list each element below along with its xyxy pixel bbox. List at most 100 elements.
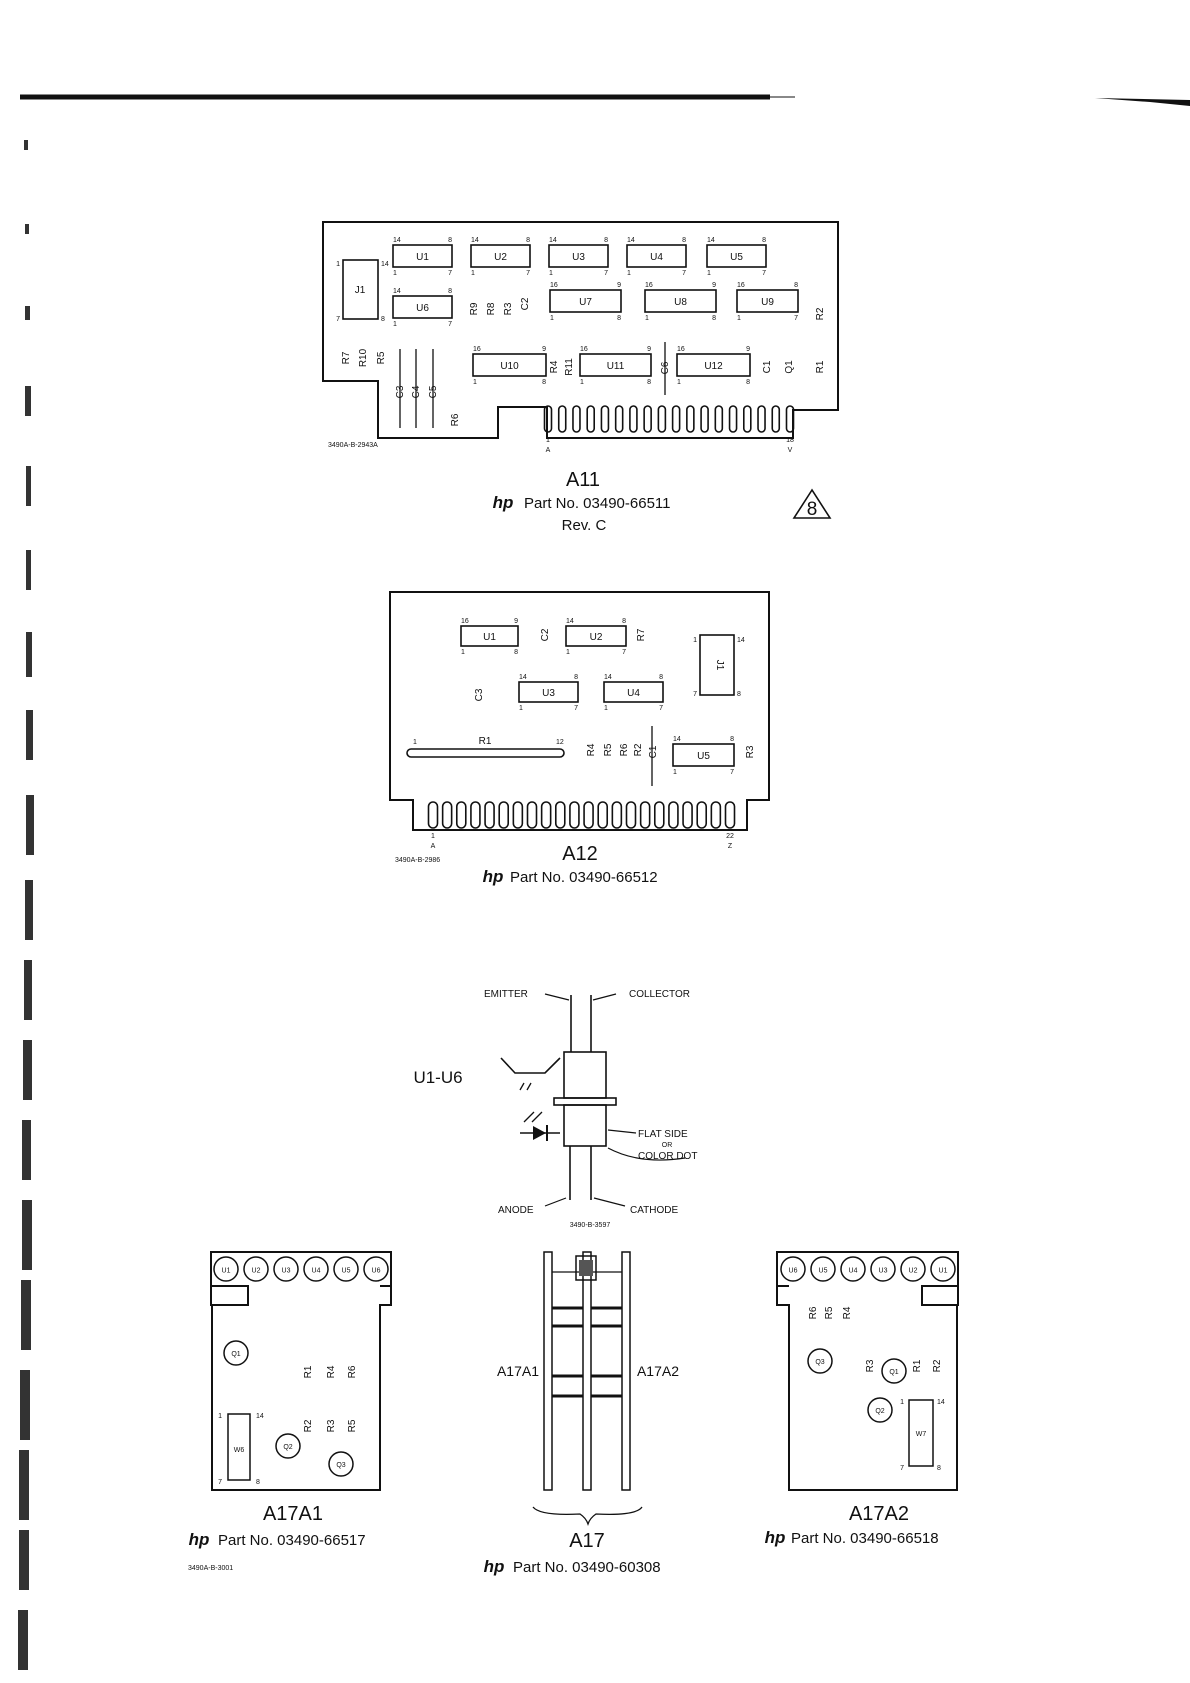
pin-number: 8 xyxy=(712,315,716,322)
ic-ref: U3 xyxy=(542,688,555,699)
socket: U6 xyxy=(780,1256,806,1282)
pin-number: 7 xyxy=(448,270,452,277)
pin-number: 1 xyxy=(677,379,681,386)
edge-finger xyxy=(614,405,624,433)
pin-number: 8 xyxy=(746,379,750,386)
pin-number: 7 xyxy=(762,270,766,277)
pin-number: 9 xyxy=(746,346,750,353)
ic-ref: U11 xyxy=(607,361,625,372)
part-ref: R3 xyxy=(865,1359,876,1372)
edge-finger xyxy=(498,801,510,829)
pin-number: 14 xyxy=(393,237,401,244)
part-ref: Q1 xyxy=(784,360,795,374)
edge-finger xyxy=(586,405,596,433)
pin-number: 14 xyxy=(519,674,527,681)
pin-number: 16 xyxy=(461,618,469,625)
edge-finger xyxy=(639,801,651,829)
pin-number: 1 xyxy=(673,769,677,776)
part-ref: R10 xyxy=(358,348,369,367)
edge-finger xyxy=(625,801,637,829)
edge-finger xyxy=(629,405,638,433)
pin-number: 9 xyxy=(712,282,716,289)
part-ref: R3 xyxy=(745,745,756,758)
edge-finger xyxy=(597,801,609,829)
pin-number: 16 xyxy=(580,346,588,353)
edge-finger xyxy=(611,801,623,829)
part-ref: R5 xyxy=(347,1419,358,1432)
socket: U5 xyxy=(810,1256,836,1282)
socket: U5 xyxy=(333,1256,359,1282)
part-ref: R1 xyxy=(303,1365,314,1378)
pin-number: 8 xyxy=(730,736,734,743)
pin-number: 14 xyxy=(471,237,479,244)
edge-finger xyxy=(724,801,736,829)
edge-finger xyxy=(643,405,652,433)
part-ref: R3 xyxy=(326,1419,337,1432)
pin-number: 14 xyxy=(737,637,745,644)
ic-ref: U2 xyxy=(494,252,507,263)
color-dot-label: COLOR DOT xyxy=(638,1151,697,1162)
edge-finger xyxy=(470,801,481,829)
pin-number: 1 xyxy=(336,261,340,268)
edge-connector-fingers xyxy=(543,405,795,433)
pin-number: 14 xyxy=(256,1413,264,1420)
pin-number: 7 xyxy=(336,316,340,323)
board-title: A17A1 xyxy=(263,1503,323,1525)
drawing-number: 3490A-B-2986 xyxy=(395,857,440,864)
pin-number: 14 xyxy=(627,237,635,244)
board-title: A12 xyxy=(562,843,598,865)
edge-finger xyxy=(441,801,453,829)
pin-number: 7 xyxy=(604,270,608,277)
edge-pin-label: 1 xyxy=(546,437,550,444)
drawing-number: 3490-B-3597 xyxy=(570,1222,611,1229)
pin-number: 8 xyxy=(604,237,608,244)
socket-ref: U2 xyxy=(252,1268,261,1275)
socket-ref: U1 xyxy=(939,1268,948,1275)
pin-number: 8 xyxy=(622,618,626,625)
or-label: OR xyxy=(662,1142,673,1149)
edge-finger xyxy=(512,801,524,829)
pin-number: 1 xyxy=(550,315,554,322)
pin-number: 14 xyxy=(549,237,557,244)
pin-number: 9 xyxy=(514,618,518,625)
part-ref: C6 xyxy=(660,361,671,374)
revision-triangle xyxy=(792,488,832,519)
ic-ref: U2 xyxy=(590,632,603,643)
pin-number: 1 xyxy=(393,270,397,277)
page-top-rule xyxy=(20,94,1190,106)
edge-pin-label: 18 xyxy=(786,437,794,444)
pin-number: 14 xyxy=(673,736,681,743)
pin-number: 14 xyxy=(566,618,574,625)
ic-ref: U1 xyxy=(416,252,429,263)
pin-number: 16 xyxy=(737,282,745,289)
pin-number: 8 xyxy=(526,237,530,244)
pin-number: 8 xyxy=(682,237,686,244)
part-ref: R9 xyxy=(469,302,480,315)
pin-number: 1 xyxy=(900,1399,904,1406)
part-number: Part No. 03490-66511 xyxy=(524,495,671,512)
pin-number: 7 xyxy=(526,270,530,277)
optocoupler-ref: U1-U6 xyxy=(413,1068,462,1087)
part-number: Part No. 03490-66517 xyxy=(218,1532,366,1549)
part-ref: R5 xyxy=(376,351,387,364)
socket: U6 xyxy=(363,1256,389,1282)
socket-ref: U5 xyxy=(819,1268,828,1275)
pin-number: 8 xyxy=(647,379,651,386)
edge-finger xyxy=(600,405,610,433)
cathode-label: CATHODE xyxy=(630,1205,678,1216)
edge-finger xyxy=(526,801,538,829)
edge-finger xyxy=(657,405,667,433)
part-number: Part No. 03490-60308 xyxy=(513,1559,661,1576)
pin-number: 9 xyxy=(647,346,651,353)
